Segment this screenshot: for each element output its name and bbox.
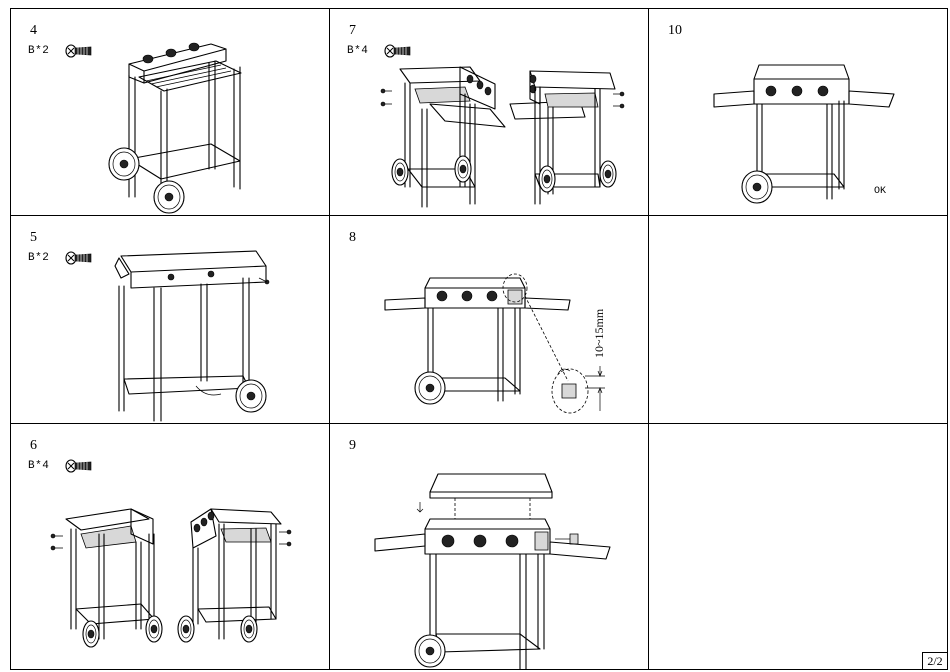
measurement-label: 10~15mm — [592, 288, 607, 358]
assembly-illustration — [11, 9, 330, 216]
step-5-panel: 5 B*2 — [10, 215, 330, 424]
assembly-illustration — [11, 216, 330, 424]
empty-panel — [648, 423, 948, 670]
assembly-illustration — [330, 9, 649, 216]
step-6-panel: 6 B*4 — [10, 423, 330, 670]
assembly-illustration — [11, 424, 330, 670]
empty-panel — [648, 215, 948, 424]
step-8-panel: 8 10~15mm — [329, 215, 649, 424]
step-9-panel: 9 — [329, 423, 649, 670]
step-7-panel: 7 B*4 — [329, 8, 649, 216]
step-4-panel: 4 B*2 — [10, 8, 330, 216]
step-10-panel: 10 OK — [648, 8, 948, 216]
instruction-grid: 4 B*2 7 B*4 — [10, 8, 948, 670]
status-label: OK — [874, 186, 886, 197]
assembly-illustration — [330, 424, 649, 670]
page-number: 2/2 — [922, 652, 948, 670]
assembly-illustration — [649, 9, 948, 216]
